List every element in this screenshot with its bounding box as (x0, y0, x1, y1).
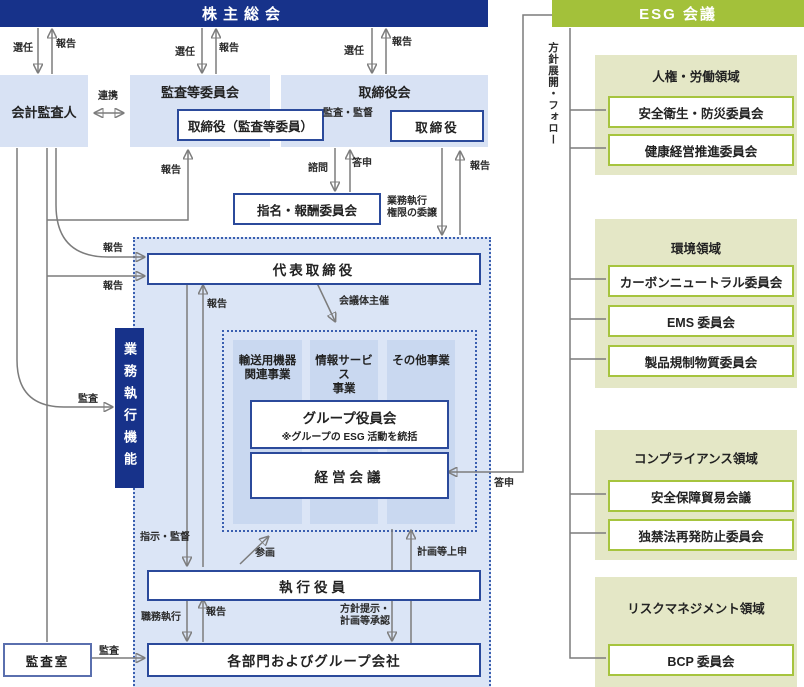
esg-section-title-risk: リスクマネジメント領域 (627, 602, 765, 616)
audit-office-box: 監査室 (3, 643, 92, 677)
flow-label-report-board-up: 報告 (470, 161, 490, 172)
flow-label-report-1: 報告 (56, 39, 76, 50)
esg-item-security-trade: 安全保障貿易会議 (608, 480, 794, 512)
flow-label-reply-nomination: 答申 (352, 158, 372, 169)
arrow-report-up-auditcmte (47, 151, 188, 221)
esg-section-title-compliance: コンプライアンス領域 (634, 452, 758, 466)
esg-item-antitrust-prevention: 独禁法再発防止委員会 (608, 519, 794, 551)
esg-item-product-regulated-substances: 製品規制物質委員会 (608, 345, 794, 377)
esg-item-bcp: BCP 委員会 (608, 644, 794, 676)
esg-meeting-bar: ESG 会議 (552, 0, 804, 27)
esg-item-health-management: 健康経営推進委員会 (608, 134, 794, 166)
departments-group-companies-box: 各部門およびグループ会社 (147, 643, 481, 677)
flow-label-report-rep-2: 報告 (103, 281, 123, 292)
flow-label-consult: 諮問 (308, 163, 328, 174)
group-officers-title: グループ役員会 (302, 410, 397, 426)
flow-label-report-rep-1: 報告 (103, 243, 123, 254)
esg-section-title-environment: 環境領域 (670, 242, 721, 256)
flow-label-reply-management: 答申 (494, 478, 514, 489)
shareholders-meeting-bar: 株主総会 (0, 0, 488, 27)
esg-section-title-human-rights: 人権・労働領域 (652, 70, 740, 84)
esg-item-carbon-neutral: カーボンニュートラル委員会 (608, 265, 794, 297)
flow-label-instruct: 指示・監督 (140, 532, 190, 543)
business-execution-function-label: 業務執行機能 (115, 328, 144, 488)
column-title-other: その他事業 (392, 355, 450, 367)
flow-label-report-dept: 報告 (206, 607, 226, 618)
audit-committee-title: 監査等委員会 (160, 85, 239, 100)
flow-label-participate: 参画 (255, 548, 275, 559)
esg-item-safety-health: 安全衛生・防災委員会 (608, 96, 794, 128)
flow-label-appoint-1: 選任 (13, 43, 33, 54)
flow-label-report-rep-up: 報告 (207, 299, 227, 310)
management-meeting-box: 経営会議 (250, 452, 449, 499)
flow-label-report-to-auditcmte: 報告 (161, 165, 181, 176)
esg-item-ems: EMS 委員会 (608, 305, 794, 337)
accounting-auditor-box: 会計監査人 (0, 75, 88, 147)
column-title-it-services: 情報サービス事業 (315, 355, 373, 395)
flow-label-audit-execfn: 監査 (78, 394, 98, 405)
flow-label-cooperate: 連携 (98, 91, 118, 102)
flow-label-plan-submit: 計画等上申 (417, 547, 467, 558)
flow-label-report-3: 報告 (392, 37, 412, 48)
flow-label-audit-office: 監査 (99, 646, 119, 657)
directors-box: 取締役 (390, 110, 484, 142)
nomination-compensation-box: 指名・報酬委員会 (233, 193, 381, 225)
flow-label-audit-supervise: 監査・監督 (323, 108, 373, 119)
column-title-transport: 輸送用機器関連事業 (238, 355, 297, 381)
flow-label-delegate: 業務執行権限の委譲 (387, 196, 437, 219)
arrow-report-representative-1 (55, 148, 144, 257)
group-officers-box: グループ役員会 ※グループの ESG 活動を統括 (250, 400, 449, 449)
board-of-directors-title: 取締役会 (358, 85, 411, 100)
flow-label-duty-exec: 職務執行 (141, 612, 181, 623)
flow-label-host-meetings: 会議体主催 (339, 296, 389, 307)
flow-label-appoint-3: 選任 (344, 46, 364, 57)
representative-director-box: 代表取締役 (147, 253, 481, 285)
executive-officers-box: 執行役員 (147, 570, 481, 601)
flow-label-appoint-2: 選任 (175, 47, 195, 58)
flow-label-policy-deploy: 方針展開・フォロー (547, 42, 559, 146)
flow-label-policy: 方針提示・計画等承認 (340, 604, 390, 627)
flow-label-report-2: 報告 (219, 43, 239, 54)
arrow-audit-execfunction (16, 148, 112, 407)
audit-member-directors-box: 取締役（監査等委員） (177, 109, 324, 141)
business-execution-function-text: 業務執行機能 (122, 342, 137, 474)
group-officers-note: ※グループの ESG 活動を統括 (281, 431, 418, 443)
